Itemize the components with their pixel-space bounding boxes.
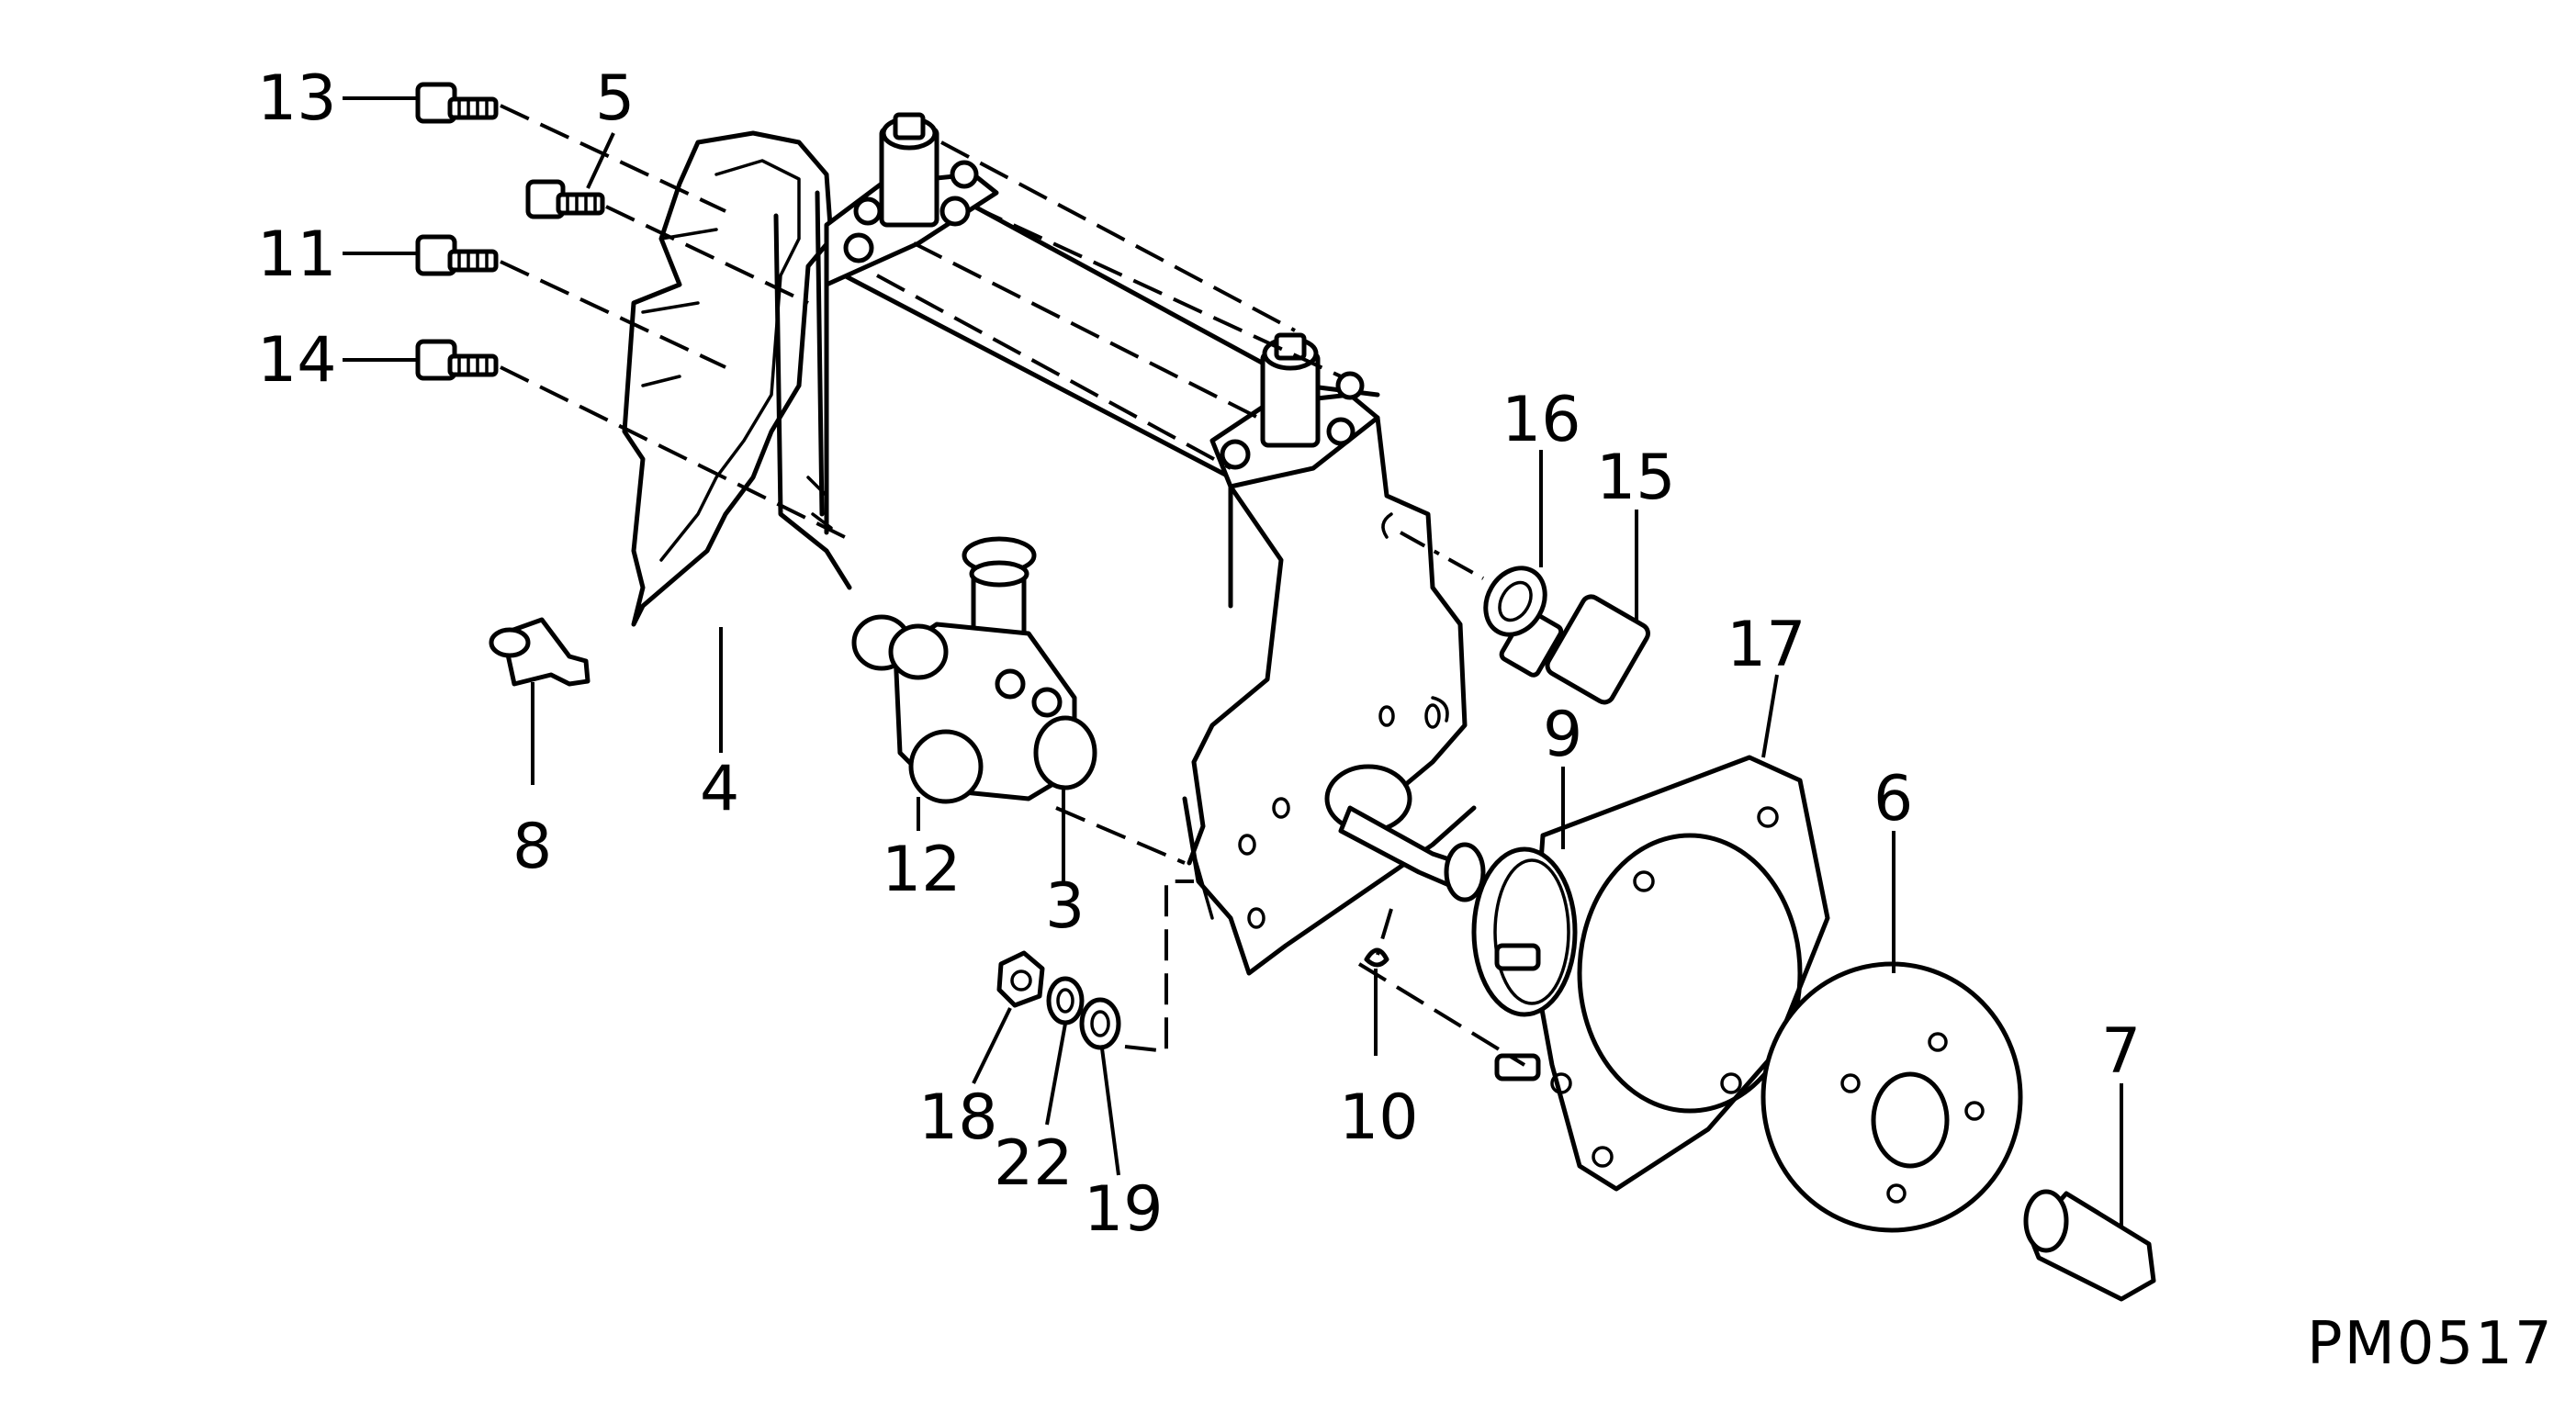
flange-plate — [1531, 755, 1830, 1192]
leader-22 — [1045, 1023, 1067, 1126]
callout-13: 13 — [257, 62, 337, 135]
callout-5: 5 — [595, 62, 635, 135]
callout-6: 6 — [1873, 763, 1913, 835]
callout-15: 15 — [1596, 442, 1676, 514]
feed-pump — [851, 536, 1097, 804]
top-studs — [843, 112, 1365, 470]
callout-16: 16 — [1502, 384, 1581, 456]
bolt-5 — [525, 179, 605, 219]
callout-10: 10 — [1339, 1081, 1419, 1154]
callout-4: 4 — [700, 753, 739, 825]
bolt-14 — [415, 339, 499, 381]
leader-17 — [1761, 674, 1779, 758]
washer-22 — [1046, 976, 1085, 1025]
nut-18 — [996, 950, 1045, 1008]
callout-19: 19 — [1084, 1173, 1164, 1246]
callout-12: 12 — [882, 834, 962, 906]
bolt-11 — [415, 234, 499, 276]
washer-19 — [1079, 997, 1121, 1050]
coupling-hub — [1760, 961, 2023, 1233]
leader-19 — [1100, 1048, 1120, 1176]
pin-8 — [489, 617, 591, 687]
leader-18 — [972, 1007, 1012, 1084]
bolt-13 — [415, 82, 499, 124]
drawing-code: PM0517 — [2307, 1310, 2554, 1378]
callout-8: 8 — [512, 811, 552, 883]
callout-11: 11 — [257, 219, 337, 291]
callout-9: 9 — [1543, 699, 1582, 771]
callout-18: 18 — [918, 1081, 998, 1154]
callout-17: 17 — [1727, 609, 1806, 681]
callout-22: 22 — [994, 1127, 1074, 1200]
plug-15 — [1499, 594, 1650, 705]
callout-3: 3 — [1045, 870, 1085, 943]
pump-housing — [622, 130, 1486, 976]
o-ring — [1471, 846, 1578, 1081]
key-10 — [1364, 947, 1389, 968]
washer-16 — [1483, 566, 1547, 637]
leader-5 — [586, 132, 615, 189]
sleeve-7 — [2023, 1189, 2156, 1302]
callout-14: 14 — [257, 324, 337, 397]
callout-7: 7 — [2101, 1015, 2141, 1088]
